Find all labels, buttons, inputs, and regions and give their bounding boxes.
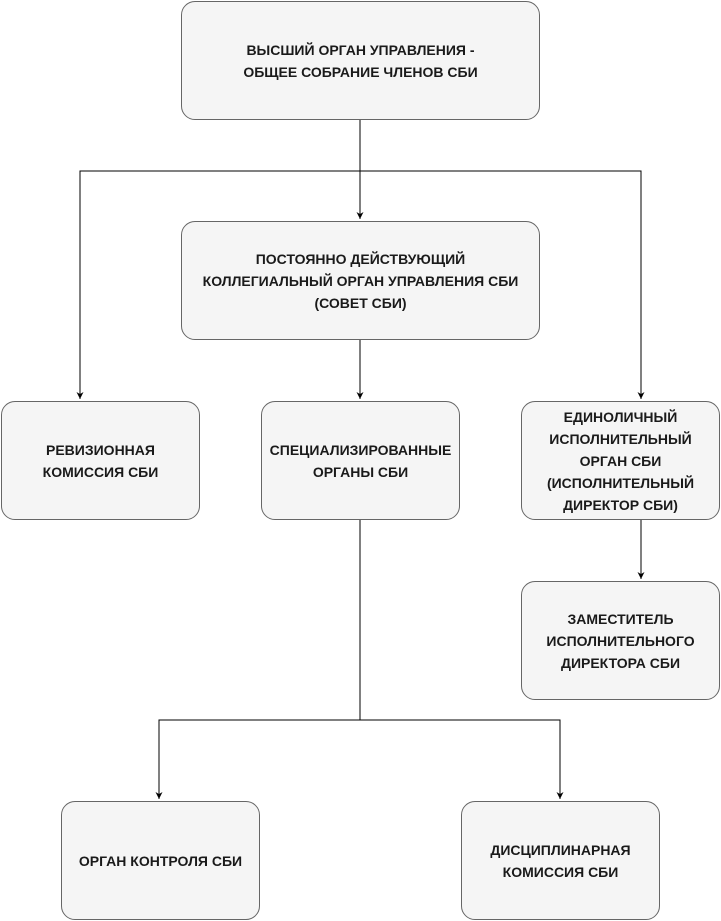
node-control-body: ОРГАН КОНТРОЛЯ СБИ <box>61 801 260 920</box>
node-control-body-label: ОРГАН КОНТРОЛЯ СБИ <box>78 852 243 869</box>
edge-special-to-control <box>155 520 361 799</box>
node-general-meeting: ВЫСШИЙ ОРГАН УПРАВЛЕНИЯ -ОБЩЕЕ СОБРАНИЕ … <box>181 1 540 120</box>
edge-top-to-director <box>360 170 645 399</box>
node-general-meeting-label: ВЫСШИЙ ОРГАН УПРАВЛЕНИЯ -ОБЩЕЕ СОБРАНИЕ … <box>243 41 478 80</box>
edge-special-to-disciplinary <box>360 719 564 799</box>
edge-top-to-audit <box>76 170 360 399</box>
